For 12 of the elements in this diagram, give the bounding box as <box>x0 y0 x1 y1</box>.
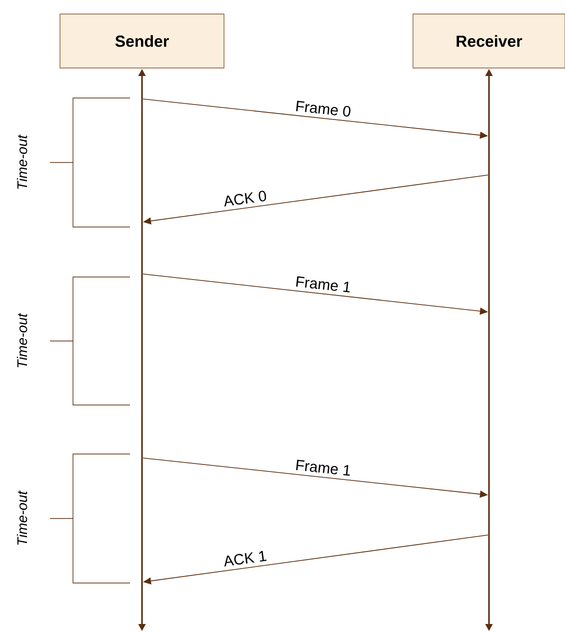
lifeline <box>138 69 146 631</box>
edge-label: ACK 1 <box>224 550 267 566</box>
edge-label: ACK 0 <box>224 190 266 206</box>
time-out-label: Time-out <box>16 312 28 368</box>
lifeline <box>485 69 493 631</box>
edge-label: Frame 1 <box>296 276 350 292</box>
time-out-label: Time-out <box>16 490 28 545</box>
time-out-label: Time-out <box>16 134 28 189</box>
participant-box: Receiver <box>412 14 565 68</box>
edge-label: Frame 0 <box>296 100 350 117</box>
participant-box: Sender <box>60 14 224 68</box>
edge-label: Frame 1 <box>296 460 350 476</box>
